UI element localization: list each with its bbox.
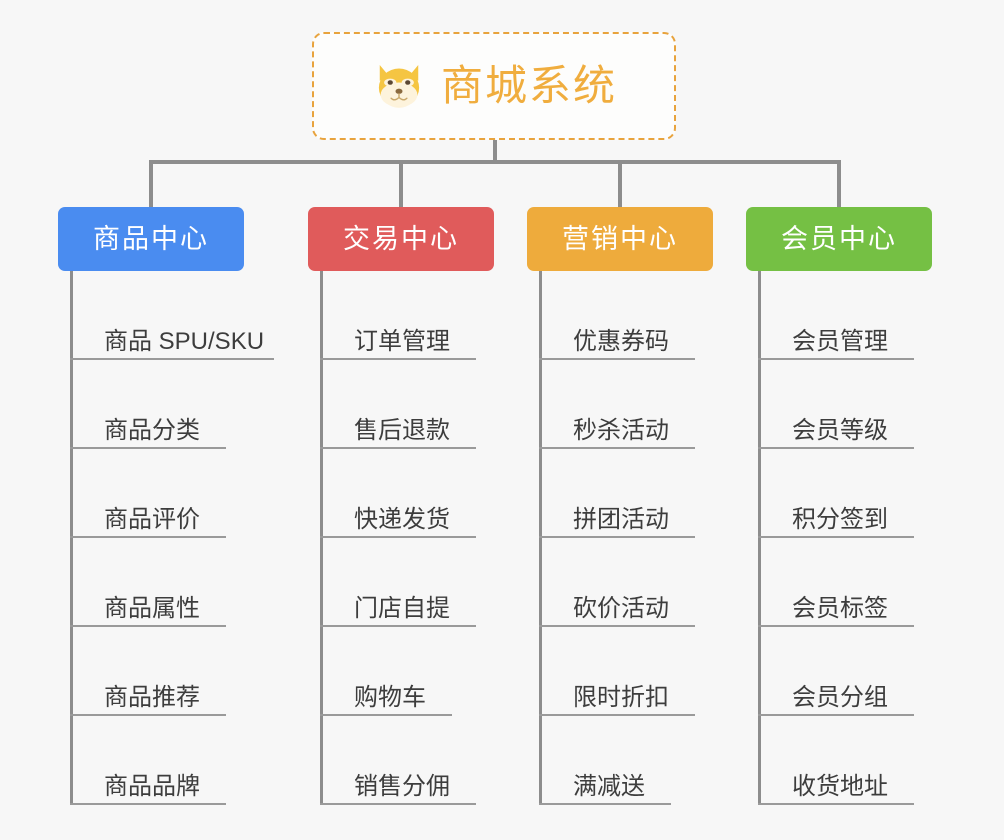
leaf-column-product-center: 商品 SPU/SKU 商品分类 商品评价 商品属性 商品推荐 商品品牌: [70, 271, 300, 805]
leaf-item[interactable]: 快递发货: [320, 449, 550, 538]
leaf-item[interactable]: 会员管理: [758, 271, 988, 360]
leaf-underline: [539, 536, 695, 538]
leaf-underline: [70, 625, 226, 627]
category-box-marketing-center[interactable]: 营销中心: [527, 207, 713, 271]
leaf-label: 购物车: [354, 684, 426, 711]
leaf-item[interactable]: 会员标签: [758, 538, 988, 627]
category-label: 会员中心: [781, 223, 897, 254]
connector-drop-1: [399, 160, 403, 208]
leaf-label: 售后退款: [354, 417, 450, 444]
leaf-spine: [70, 271, 73, 805]
leaf-label: 订单管理: [354, 328, 450, 355]
category-label: 营销中心: [562, 223, 678, 254]
leaf-label: 会员标签: [792, 595, 888, 622]
connector-root-stem: [493, 140, 497, 162]
leaf-underline: [320, 536, 476, 538]
leaf-underline: [758, 536, 914, 538]
category-label: 商品中心: [93, 223, 209, 254]
leaf-item[interactable]: 订单管理: [320, 271, 550, 360]
category-box-member-center[interactable]: 会员中心: [746, 207, 932, 271]
leaf-item[interactable]: 限时折扣: [539, 627, 769, 716]
leaf-item[interactable]: 会员分组: [758, 627, 988, 716]
category-box-trade-center[interactable]: 交易中心: [308, 207, 494, 271]
leaf-spine: [758, 271, 761, 805]
leaf-column-marketing-center: 优惠券码 秒杀活动 拼团活动 砍价活动 限时折扣 满减送: [539, 271, 769, 805]
leaf-item[interactable]: 满减送: [539, 716, 769, 805]
leaf-label: 优惠券码: [573, 328, 669, 355]
leaf-underline: [539, 358, 695, 360]
leaf-underline: [320, 447, 476, 449]
connector-bus: [149, 160, 841, 164]
leaf-item[interactable]: 拼团活动: [539, 449, 769, 538]
leaf-spine: [539, 271, 542, 805]
leaf-item[interactable]: 收货地址: [758, 716, 988, 805]
leaf-underline: [539, 625, 695, 627]
leaf-underline: [320, 803, 476, 805]
leaf-item[interactable]: 商品推荐: [70, 627, 300, 716]
leaf-column-trade-center: 订单管理 售后退款 快递发货 门店自提 购物车 销售分佣: [320, 271, 550, 805]
leaf-underline: [758, 714, 914, 716]
connector-drop-2: [618, 160, 622, 208]
leaf-underline: [539, 803, 671, 805]
leaf-label: 限时折扣: [573, 684, 669, 711]
leaf-label: 收货地址: [792, 773, 888, 800]
leaf-label: 会员管理: [792, 328, 888, 355]
leaf-underline: [70, 714, 226, 716]
leaf-item[interactable]: 积分签到: [758, 449, 988, 538]
shiba-dog-icon: [378, 65, 420, 108]
leaf-label: 商品推荐: [104, 684, 200, 711]
root-node[interactable]: 商城系统: [312, 32, 676, 140]
leaf-column-member-center: 会员管理 会员等级 积分签到 会员标签 会员分组 收货地址: [758, 271, 988, 805]
leaf-item[interactable]: 砍价活动: [539, 538, 769, 627]
leaf-underline: [758, 358, 914, 360]
root-title: 商城系统: [440, 62, 617, 109]
leaf-label: 会员分组: [792, 684, 888, 711]
leaf-underline: [539, 714, 695, 716]
leaf-label: 商品评价: [104, 506, 200, 533]
leaf-item[interactable]: 商品分类: [70, 360, 300, 449]
category-box-product-center[interactable]: 商品中心: [58, 207, 244, 271]
leaf-underline: [70, 447, 226, 449]
leaf-underline: [758, 803, 914, 805]
leaf-item[interactable]: 购物车: [320, 627, 550, 716]
leaf-item[interactable]: 商品评价: [70, 449, 300, 538]
category-label: 交易中心: [343, 223, 459, 254]
connector-drop-0: [149, 160, 153, 208]
leaf-label: 商品品牌: [104, 773, 200, 800]
leaf-underline: [70, 803, 226, 805]
leaf-item[interactable]: 销售分佣: [320, 716, 550, 805]
leaf-label: 销售分佣: [354, 773, 450, 800]
leaf-underline: [70, 358, 274, 360]
leaf-underline: [320, 625, 476, 627]
leaf-label: 满减送: [573, 773, 645, 800]
leaf-underline: [758, 447, 914, 449]
leaf-underline: [320, 358, 476, 360]
leaf-label: 快递发货: [354, 506, 450, 533]
leaf-spine: [320, 271, 323, 805]
leaf-label: 拼团活动: [573, 506, 669, 533]
leaf-label: 砍价活动: [573, 595, 669, 622]
leaf-label: 商品分类: [104, 417, 200, 444]
leaf-item[interactable]: 商品品牌: [70, 716, 300, 805]
leaf-label: 商品属性: [104, 595, 200, 622]
leaf-underline: [758, 625, 914, 627]
leaf-item[interactable]: 秒杀活动: [539, 360, 769, 449]
leaf-label: 商品 SPU/SKU: [104, 328, 265, 355]
leaf-label: 会员等级: [792, 417, 888, 444]
leaf-item[interactable]: 优惠券码: [539, 271, 769, 360]
leaf-item[interactable]: 门店自提: [320, 538, 550, 627]
connector-drop-3: [837, 160, 841, 208]
leaf-item[interactable]: 商品属性: [70, 538, 300, 627]
leaf-underline: [70, 536, 226, 538]
leaf-underline: [320, 714, 452, 716]
leaf-label: 积分签到: [792, 506, 888, 533]
leaf-item[interactable]: 会员等级: [758, 360, 988, 449]
leaf-label: 门店自提: [354, 595, 450, 622]
leaf-underline: [539, 447, 695, 449]
leaf-label: 秒杀活动: [573, 417, 669, 444]
leaf-item[interactable]: 商品 SPU/SKU: [70, 271, 300, 360]
leaf-item[interactable]: 售后退款: [320, 360, 550, 449]
